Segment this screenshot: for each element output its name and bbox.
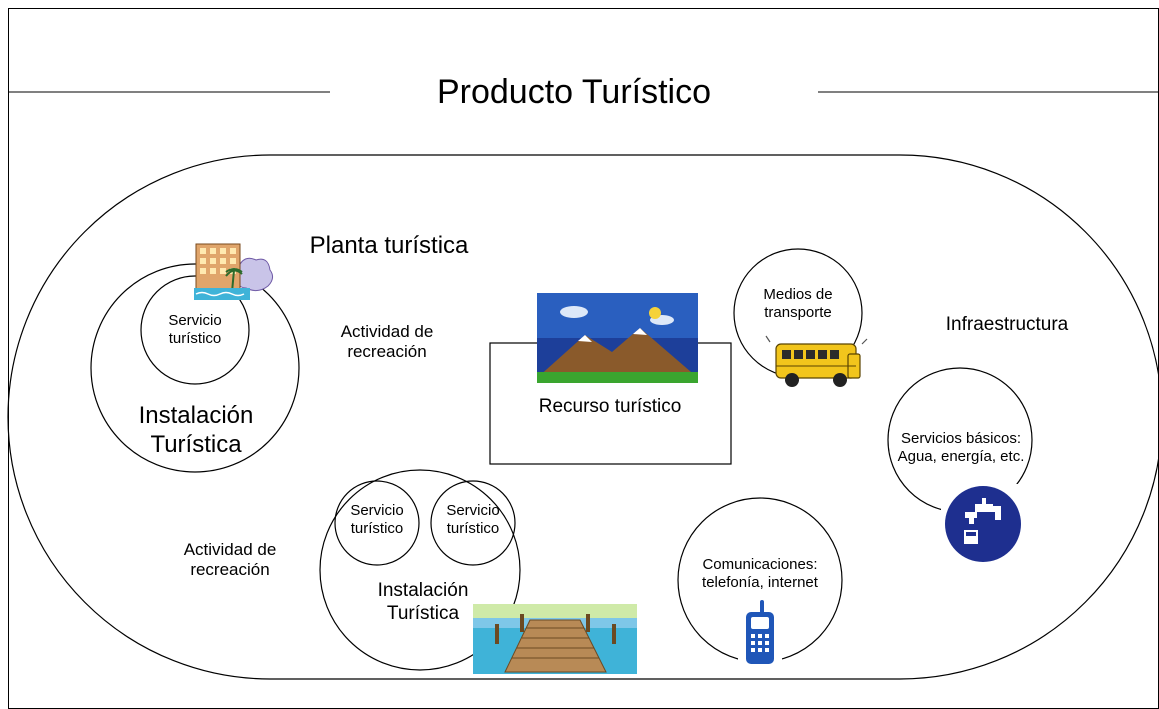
medios-label: Medios de transporte [763, 286, 833, 321]
servicio-label-3: Servicio turístico [446, 502, 500, 537]
water-tap-icon [941, 484, 1025, 568]
comunicaciones-label: Comunicaciones: telefonía, internet [702, 556, 818, 591]
servicio-circle-1 [140, 275, 250, 385]
servicio-circle-3 [430, 480, 516, 566]
instalacion-label-2: Instalación Turística [377, 580, 469, 624]
servicio-label-2: Servicio turístico [350, 502, 404, 537]
servicios-basicos-label: Servicios básicos: Agua, energía, etc. [897, 430, 1025, 465]
hotel-icon [194, 243, 274, 300]
instalacion-label-1: Instalación Turística [138, 402, 254, 458]
mountain-landscape-icon [537, 293, 698, 383]
product-boundary [7, 154, 1159, 680]
school-bus-icon [765, 335, 868, 387]
pier-dock-icon [473, 604, 637, 674]
servicio-label-1: Servicio turístico [168, 312, 222, 347]
actividad-label-1: Actividad de recreación [340, 322, 434, 362]
actividad-label-2: Actividad de recreación [183, 540, 277, 580]
instalacion-circle-1 [90, 263, 300, 473]
cordless-phone-icon [738, 598, 782, 668]
recurso-label: Recurso turístico [538, 396, 682, 417]
planta-label: Planta turística [309, 232, 469, 259]
servicio-circle-2 [334, 480, 420, 566]
diagram-title: Producto Turístico [330, 72, 818, 113]
infraestructura-label: Infraestructura [945, 314, 1069, 335]
instalacion-circle-2 [319, 469, 521, 671]
